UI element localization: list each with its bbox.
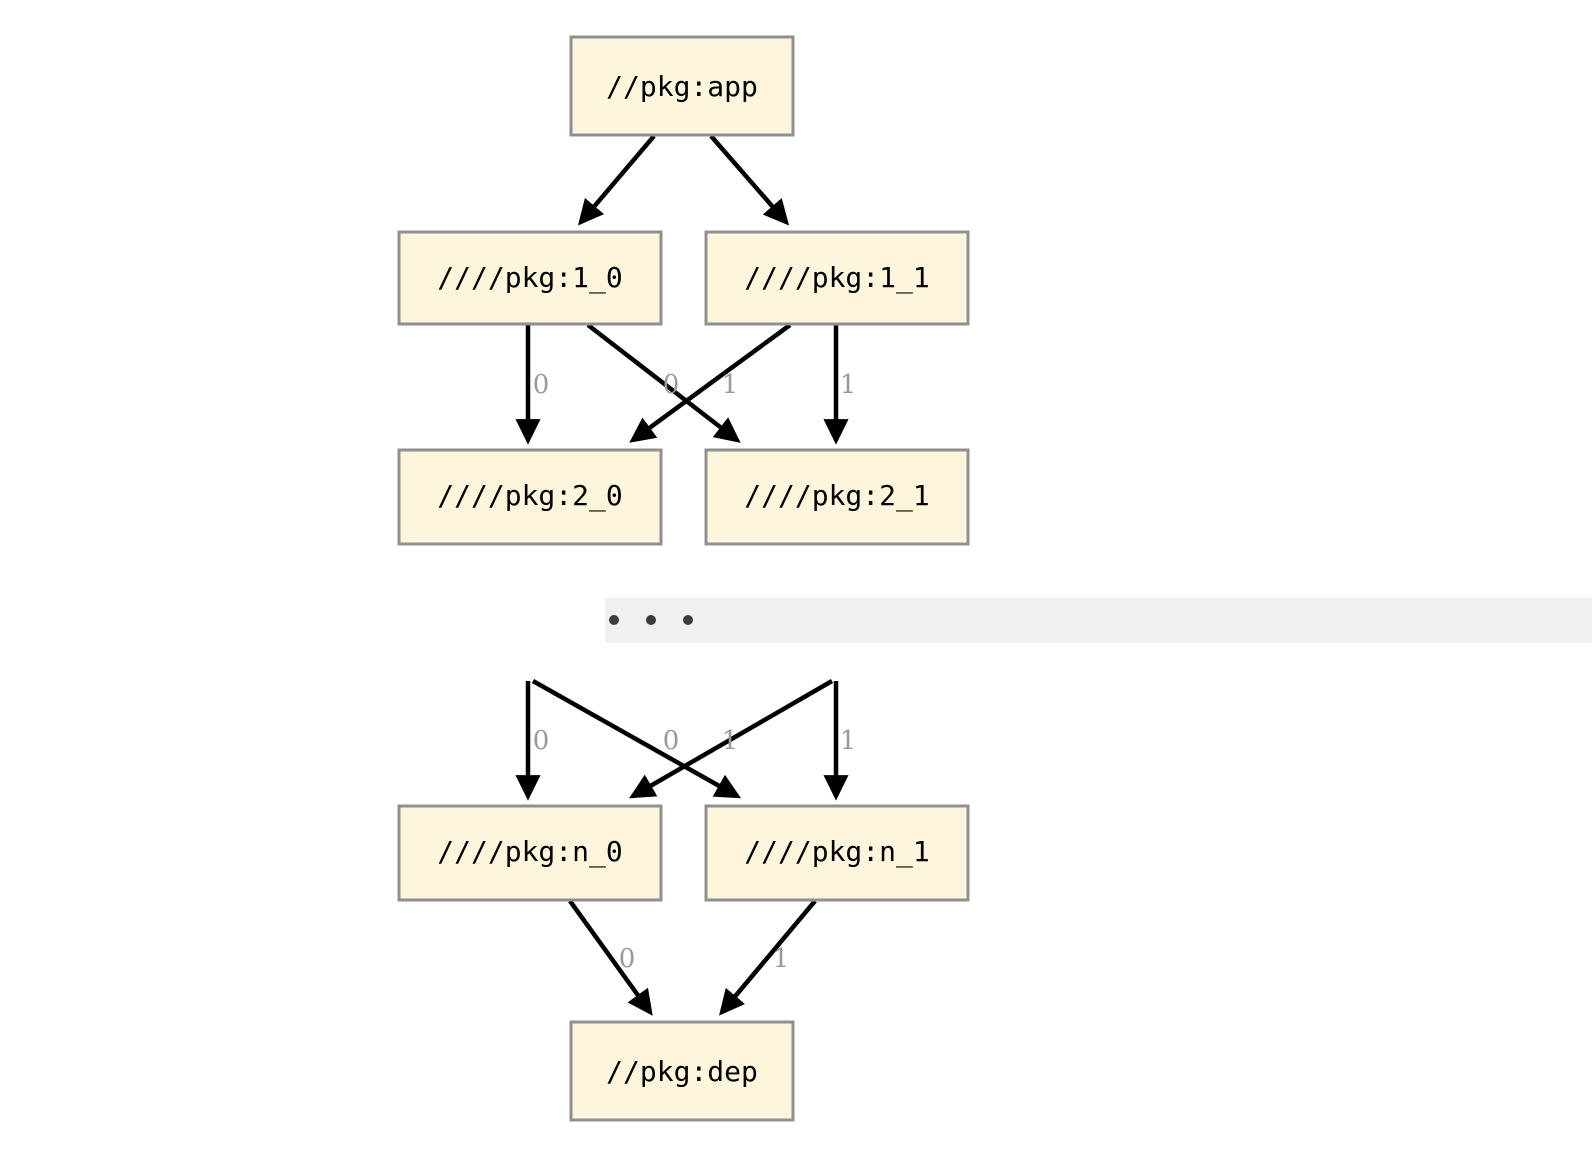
node-label-pkg-1_1: ////pkg:1_1 <box>744 261 929 295</box>
edge-app-to-1_0 <box>577 134 656 226</box>
edge-app-to-1_1 <box>709 134 790 226</box>
edge-n_1-to-dep <box>719 899 817 1016</box>
node-label-pkg-1_0: ////pkg:1_0 <box>437 261 622 295</box>
node-label-app: //pkg:app <box>606 70 758 103</box>
ellipsis-dot-3 <box>683 615 693 625</box>
edge-label-1_1-2_1: 1 <box>840 370 857 400</box>
node-label-pkg-2_1: ////pkg:2_1 <box>744 479 929 513</box>
node-pkg-n_0[interactable]: ////pkg:n_0 <box>397 804 663 902</box>
edge-label-1_1-2_0: 1 <box>722 370 739 400</box>
node-pkg-2_1[interactable]: ////pkg:2_1 <box>704 448 970 546</box>
edge-label-cut-n_0-direct: 0 <box>533 726 550 756</box>
ellipsis-separator <box>605 598 1592 643</box>
edge-1_0-to-2_1 <box>586 323 741 443</box>
edge-label-cut-n_1-cross: 0 <box>663 726 680 756</box>
edge-1_1-to-2_0 <box>629 323 792 443</box>
node-label-pkg-n_0: ////pkg:n_0 <box>437 835 622 869</box>
node-label-pkg-2_0: ////pkg:2_0 <box>437 479 622 513</box>
ellipsis-dot-2 <box>646 615 656 625</box>
edge-label-n_1-dep: 1 <box>773 944 790 974</box>
edge-label-1_0-2_0: 0 <box>533 370 550 400</box>
node-label-pkg-n_1: ////pkg:n_1 <box>744 835 929 869</box>
node-label-dep: //pkg:dep <box>606 1055 758 1088</box>
node-pkg-2_0[interactable]: ////pkg:2_0 <box>397 448 663 546</box>
node-app[interactable]: //pkg:app <box>569 35 795 137</box>
edge-label-n_0-dep: 0 <box>619 944 636 974</box>
edge-cut-to-n_0-cross <box>628 679 834 799</box>
node-dep[interactable]: //pkg:dep <box>569 1020 795 1122</box>
edge-label-cut-n_0-cross: 1 <box>722 726 739 756</box>
edge-cut-to-n_1-cross <box>531 679 742 799</box>
edge-label-cut-n_1-direct: 1 <box>840 726 857 756</box>
edge-n_0-to-dep <box>568 899 653 1016</box>
node-pkg-1_0[interactable]: ////pkg:1_0 <box>397 230 663 326</box>
edge-label-1_0-2_1: 0 <box>663 370 680 400</box>
node-pkg-1_1[interactable]: ////pkg:1_1 <box>704 230 970 326</box>
ellipsis-dot-1 <box>609 615 619 625</box>
node-pkg-n_1[interactable]: ////pkg:n_1 <box>704 804 970 902</box>
